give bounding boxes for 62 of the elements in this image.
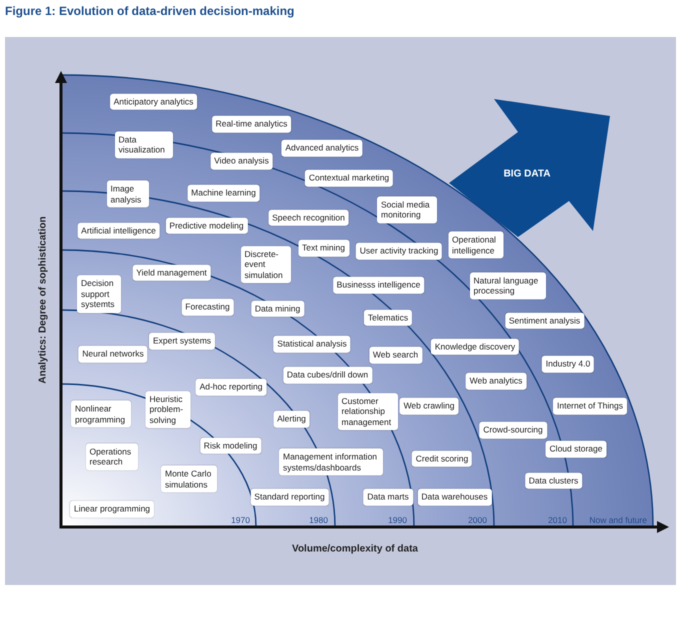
technique-box: Artificial intelligence	[77, 222, 160, 239]
arrow-label: BIG DATA	[504, 168, 550, 180]
technique-box: Businesss intelligence	[332, 276, 424, 294]
technique-box: Social media monitoring	[377, 196, 437, 224]
year-label: 2000	[468, 515, 487, 525]
technique-box: Forecasting	[181, 298, 234, 316]
technique-box: Web crawling	[400, 398, 458, 414]
technique-box: Heuristic problem-solving	[146, 390, 190, 428]
technique-box: Crowd-sourcing	[479, 422, 547, 438]
technique-box: Internet of Things	[553, 398, 627, 414]
technique-box: Speech recognition	[268, 209, 349, 226]
technique-box: Anticipatory analytics	[110, 93, 198, 110]
technique-box: Standard reporting	[250, 488, 329, 506]
technique-box: Real-time analytics	[212, 116, 292, 132]
technique-box: Operational intelligence	[448, 231, 503, 259]
big-data-arrow	[449, 99, 610, 237]
technique-box: Web search	[368, 346, 422, 364]
technique-box: Data warehouses	[417, 488, 492, 506]
technique-box: Data clusters	[524, 472, 582, 489]
technique-box: Data cubes/drill down	[282, 366, 372, 384]
technique-box: Yield management	[132, 264, 211, 281]
technique-box: Statistical analysis	[273, 336, 351, 352]
technique-box: Linear programming	[70, 500, 154, 518]
technique-box: Knowledge discovery	[430, 338, 520, 355]
technique-box: Customer relationship management	[338, 392, 398, 430]
technique-box: Cloud storage	[546, 440, 606, 458]
technique-box: Sentiment analysis	[504, 312, 584, 329]
technique-box: Neural networks	[78, 346, 148, 362]
technique-box: Telematics	[364, 309, 412, 326]
technique-box: Alerting	[273, 410, 310, 428]
technique-box: Video analysis	[210, 152, 273, 170]
era-label: Now and future	[589, 515, 647, 525]
technique-box: Text mining	[298, 240, 349, 256]
technique-box: Monte Carlo simulations	[161, 465, 217, 493]
technique-box: Nonlinear programming	[71, 400, 131, 428]
technique-box: Advanced analytics	[281, 140, 363, 156]
technique-box: Discrete-event simulation	[240, 246, 290, 284]
year-label: 2010	[548, 515, 567, 525]
technique-box: Ad-hoc reporting	[196, 378, 266, 396]
technique-box: Data mining	[250, 300, 304, 317]
technique-box: Web analytics	[466, 372, 526, 390]
year-label: 1990	[388, 515, 407, 525]
technique-box: Machine learning	[187, 184, 260, 202]
axis-title: Volume/complexity of data	[292, 544, 418, 554]
figure-title: Figure 1: Evolution of data-driven decision-making	[5, 4, 294, 18]
technique-box: Data visualization	[114, 130, 172, 158]
technique-box: Decision support systemts	[77, 275, 121, 313]
technique-box: Operations research	[86, 442, 138, 470]
technique-box: Data marts	[363, 488, 413, 506]
technique-box: Image analysis	[106, 180, 148, 208]
technique-box: Natural language processing	[470, 272, 546, 300]
technique-box: Credit scoring	[412, 450, 472, 467]
technique-box: Predictive modeling	[165, 217, 248, 234]
technique-box: Risk modeling	[200, 437, 262, 454]
technique-box: Management information systems/dashboards	[279, 448, 383, 476]
technique-box: Expert systems	[148, 332, 216, 350]
technique-box: User activity tracking	[356, 242, 442, 260]
year-label: 1980	[309, 515, 328, 525]
year-label: 1970	[231, 515, 250, 525]
axis-title: Analytics: Degree of sophistication	[38, 216, 48, 384]
technique-box: Industry 4.0	[542, 356, 594, 372]
technique-box: Contextual marketing	[304, 170, 394, 186]
